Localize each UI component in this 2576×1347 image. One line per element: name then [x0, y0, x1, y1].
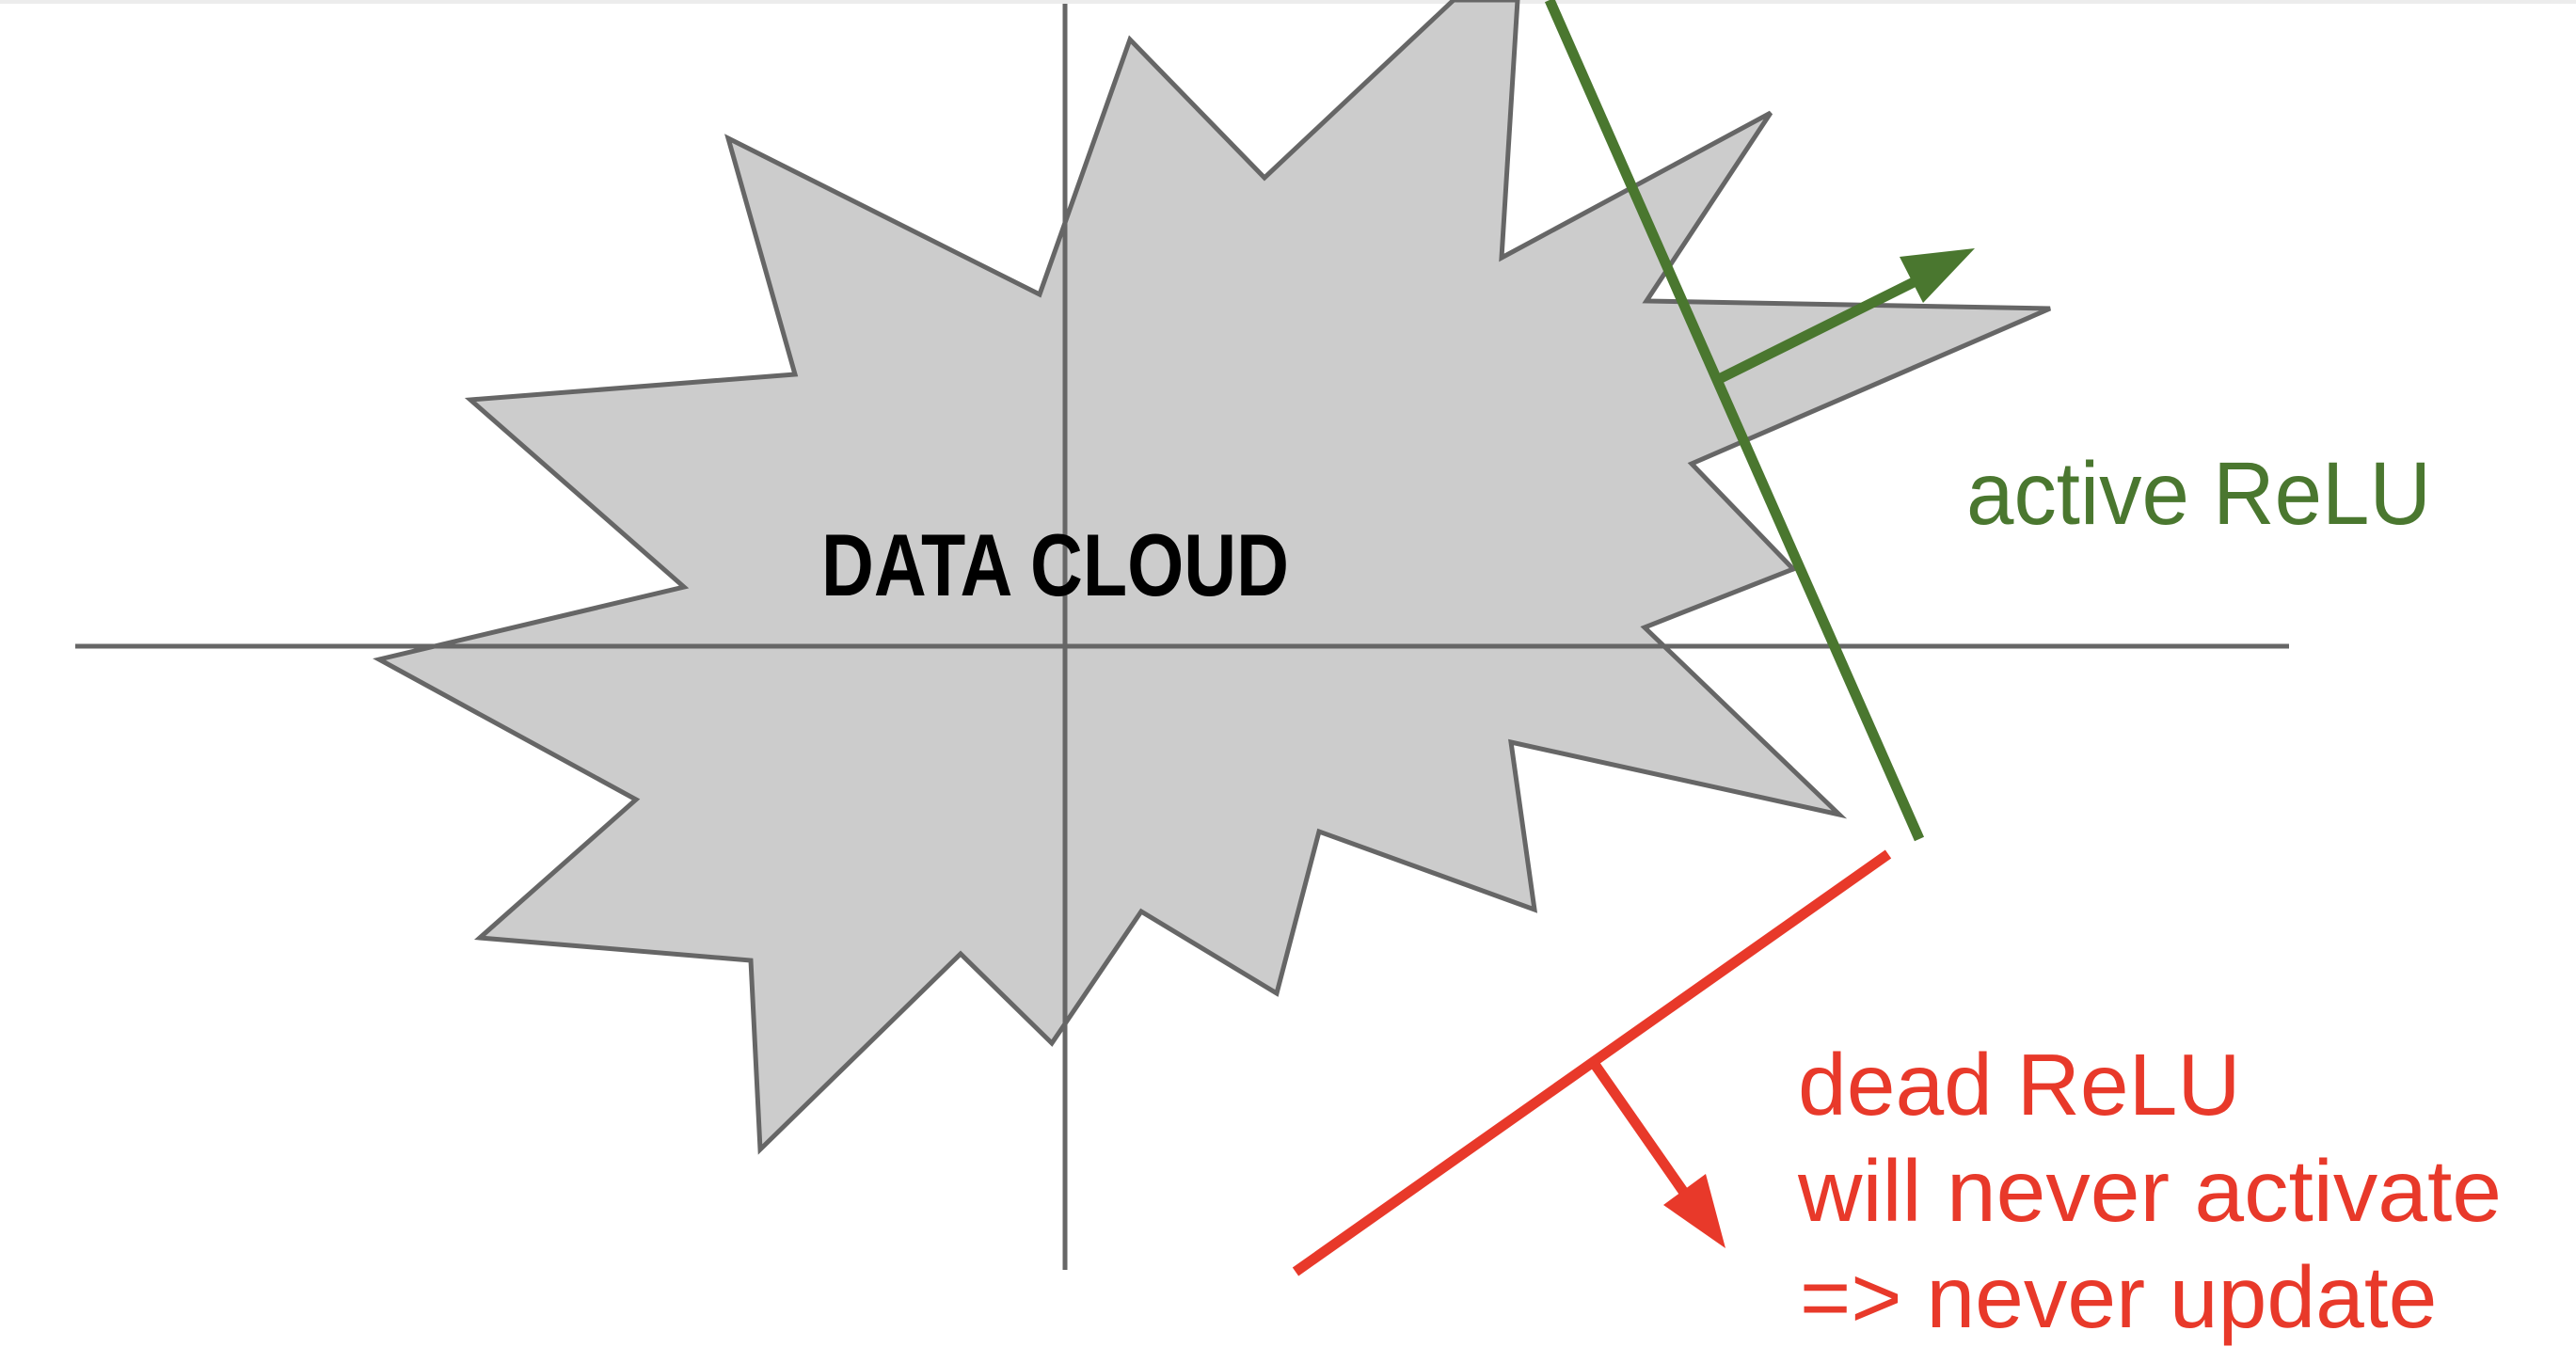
- dead-relu-label-line-3: => never update: [1800, 1248, 2437, 1346]
- arrow-up-right-icon: [1900, 248, 1975, 303]
- active-relu-label: active ReLU: [1966, 444, 2431, 544]
- active-relu-normal-shaft: [1716, 275, 1922, 384]
- dead-relu-label-line-2: will never activate: [1797, 1142, 2502, 1240]
- dead-relu-normal-shaft: [1589, 1059, 1693, 1203]
- active-relu-boundary: [1544, 0, 1925, 842]
- dead-relu-label-line-1: dead ReLU: [1798, 1036, 2241, 1133]
- dead-relu-boundary: [1292, 849, 1892, 1276]
- arrow-down-right-icon: [1663, 1174, 1725, 1248]
- data-cloud-shape: [373, 0, 2051, 1155]
- top-border-strip: [0, 0, 2576, 4]
- data-cloud-label: DATA CLOUD: [821, 515, 1289, 614]
